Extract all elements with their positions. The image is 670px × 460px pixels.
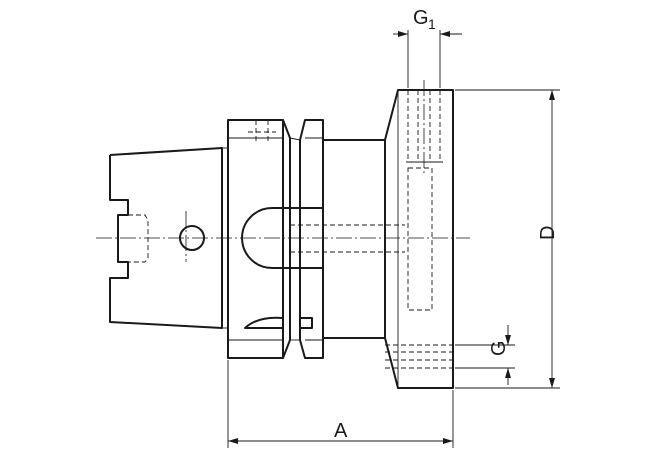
dim-label-d: D: [537, 226, 559, 240]
dimension-d: D: [455, 89, 560, 389]
dim-label-g: G: [488, 340, 510, 356]
neck: [290, 139, 405, 339]
dim-label-g1: G: [413, 7, 429, 29]
dimension-g: G: [455, 325, 515, 385]
dimension-a: A: [227, 360, 454, 448]
collar-flange: [222, 119, 324, 359]
dim-label-g1-sub: 1: [428, 16, 436, 32]
taper-shank: [109, 147, 223, 329]
dim-label-a: A: [334, 420, 348, 442]
front-head: [384, 89, 454, 389]
dimension-g1: G 1: [393, 7, 462, 88]
